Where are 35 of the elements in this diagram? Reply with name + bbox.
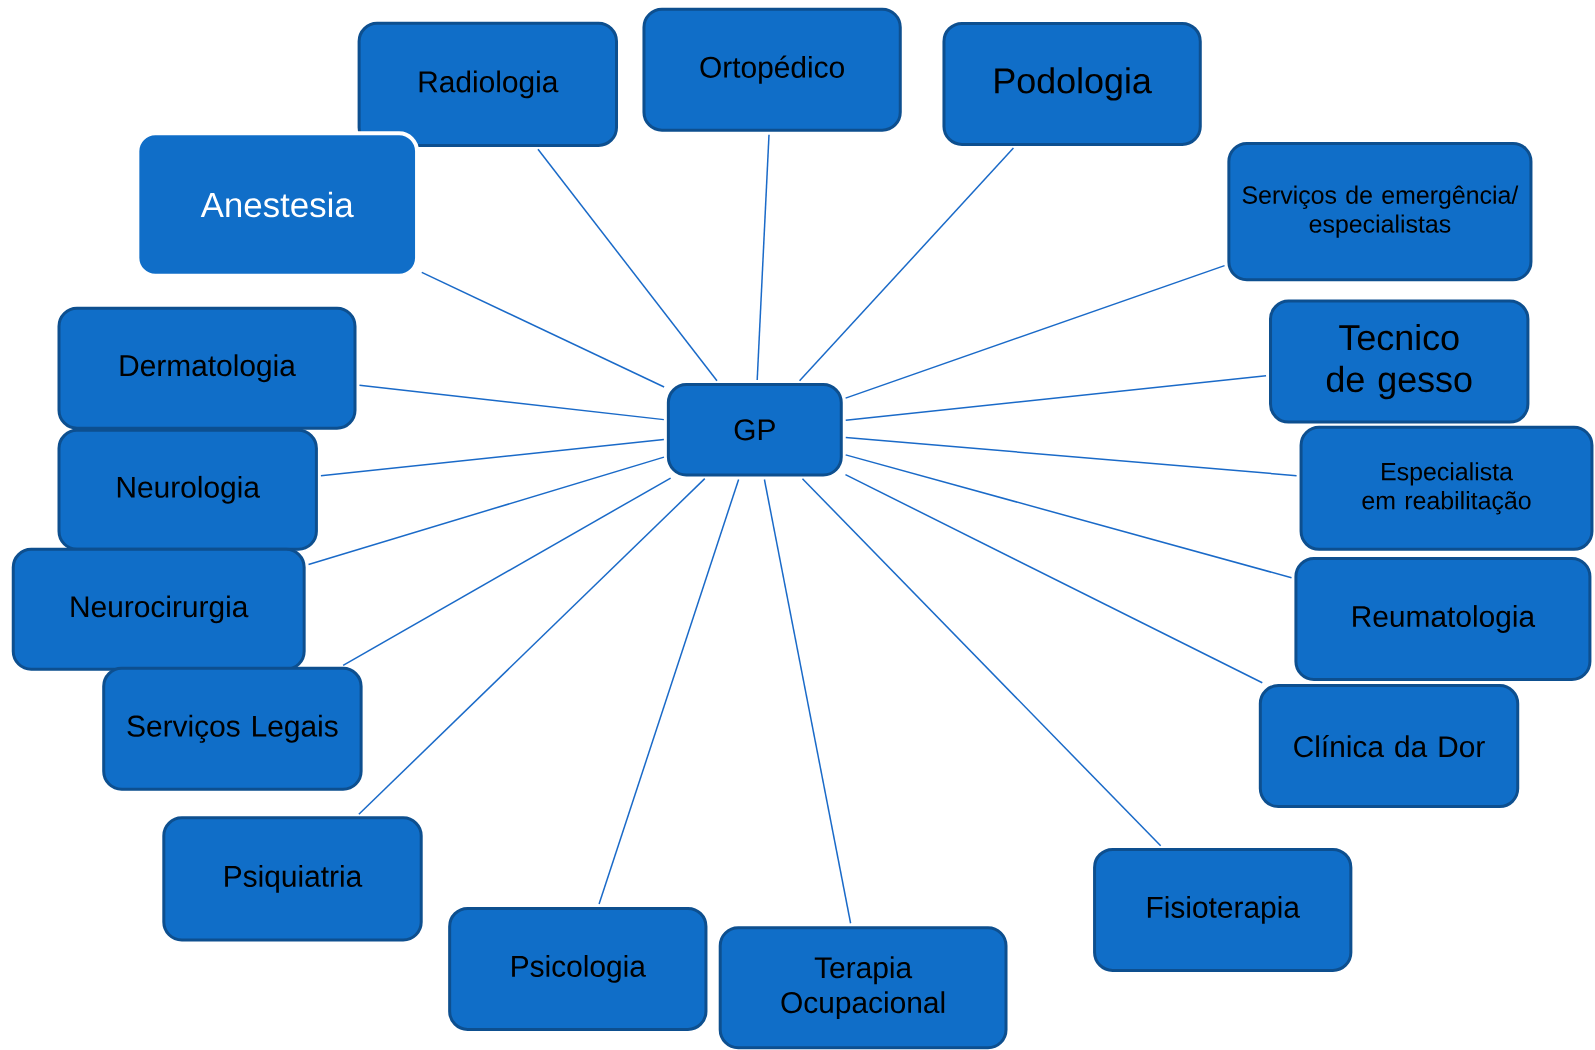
connector-line — [798, 147, 1015, 382]
specialty-box: Radiologia — [357, 21, 618, 147]
specialty-box: Especialista em reabilitação — [1299, 425, 1594, 551]
connector-line — [358, 384, 665, 421]
specialty-box: Tecnico de gesso — [1269, 299, 1530, 424]
connector-line — [844, 264, 1226, 399]
specialty-box: Ortopédico — [642, 7, 902, 132]
specialty-box: Podologia — [942, 21, 1202, 146]
connector-line — [845, 436, 1298, 477]
specialty-box: Terapia Ocupacional — [718, 926, 1008, 1050]
specialty-box: Psicologia — [448, 906, 708, 1031]
specialty-box: Psiquiatria — [162, 816, 423, 942]
connector-line — [598, 478, 740, 905]
connector-line — [342, 477, 672, 667]
specialty-box: Serviços Legais — [102, 666, 363, 791]
connector-line — [763, 478, 852, 924]
specialty-box: Serviços de emergência/ especialistas — [1227, 141, 1533, 282]
specialty-box: Dermatologia — [57, 306, 357, 430]
specialty-box: Clínica da Dor — [1258, 684, 1520, 809]
connector-line — [801, 477, 1162, 847]
specialty-box: GP — [666, 383, 843, 477]
specialty-box: Neurocirurgia — [11, 547, 306, 671]
specialty-box: Fisioterapia — [1093, 847, 1353, 972]
connector-line — [844, 454, 1293, 579]
connector-line — [537, 148, 718, 382]
specialty-box: Reumatologia — [1294, 557, 1592, 681]
connector-line — [845, 374, 1267, 421]
connector-line — [421, 271, 665, 388]
connector-line — [756, 133, 770, 381]
specialty-box: Neurologia — [57, 428, 318, 551]
specialty-box: Anestesia — [135, 131, 420, 278]
connector-line — [358, 477, 706, 815]
connector-line — [320, 438, 665, 477]
connector-line — [844, 473, 1263, 684]
connector-line — [307, 456, 665, 566]
